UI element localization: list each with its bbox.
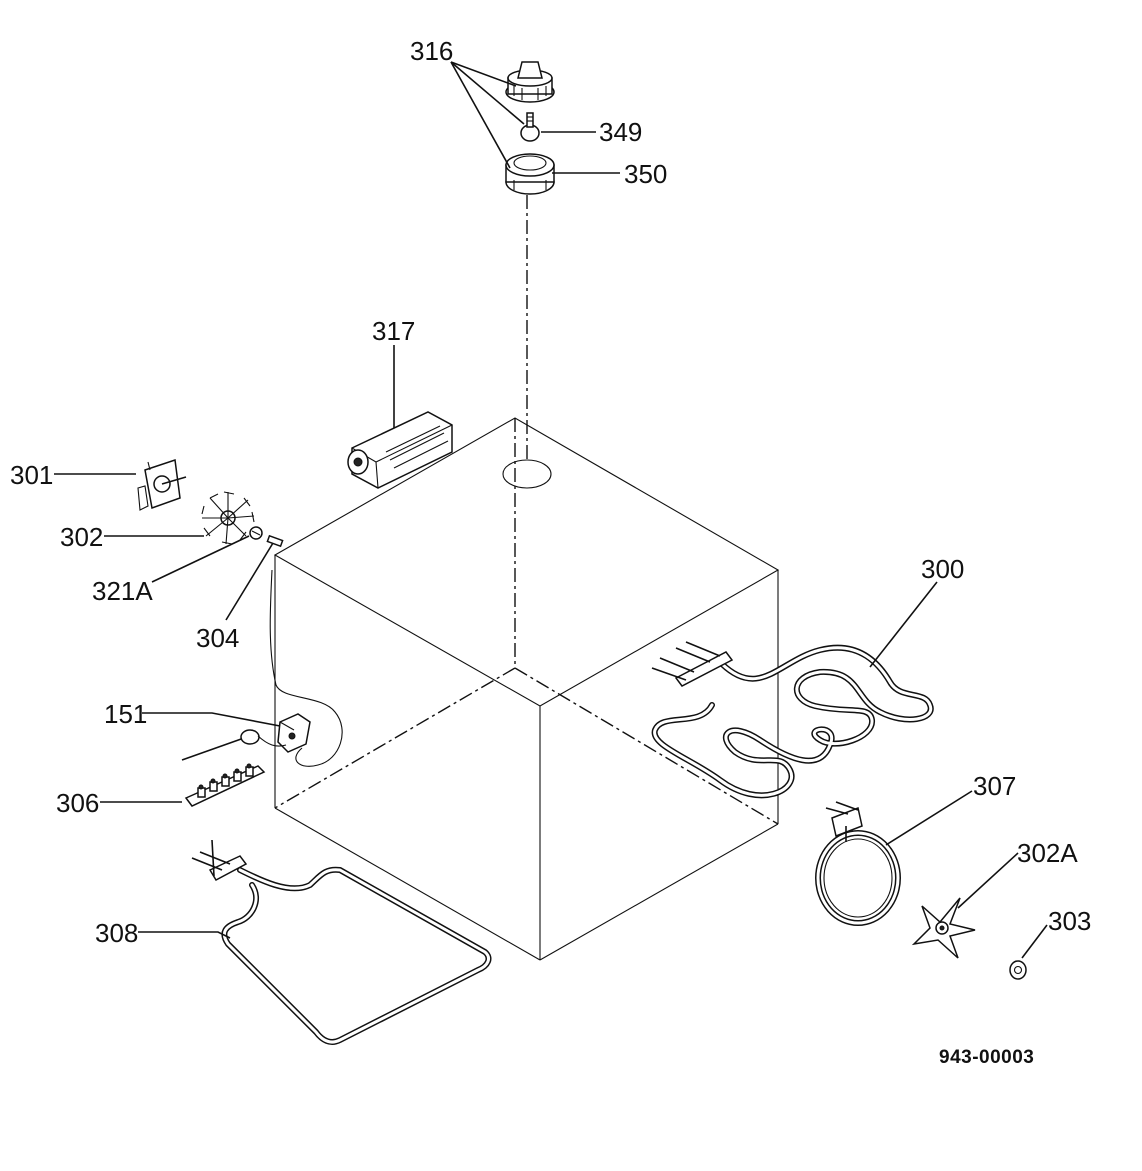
callout-300: 300 xyxy=(921,554,964,584)
control-knob-part xyxy=(505,61,555,103)
callout-321a: 321A xyxy=(92,576,153,606)
terminal-block-part xyxy=(184,763,266,807)
callout-304: 304 xyxy=(196,623,239,653)
knob-bezel-part xyxy=(505,153,555,195)
top-opening xyxy=(502,459,552,489)
callout-301: 301 xyxy=(10,460,53,490)
fan-blade-part xyxy=(201,491,255,545)
oven-cavity-box xyxy=(273,417,780,961)
leader-lines xyxy=(54,61,1048,959)
callout-302a: 302A xyxy=(1017,838,1078,868)
bottom-element-part xyxy=(191,839,492,1045)
callout-307: 307 xyxy=(973,771,1016,801)
fan-impeller-part xyxy=(911,897,976,959)
circular-element-part xyxy=(815,801,901,926)
pin-part xyxy=(266,534,284,548)
callout-308: 308 xyxy=(95,918,138,948)
fan-motor-part xyxy=(137,459,187,511)
callout-151: 151 xyxy=(104,699,147,729)
callout-349: 349 xyxy=(599,117,642,147)
callout-303: 303 xyxy=(1048,906,1091,936)
callout-350: 350 xyxy=(624,159,667,189)
document-number: 943-00003 xyxy=(939,1047,1034,1068)
knob-clip-part xyxy=(520,112,540,142)
switch-part xyxy=(181,569,343,767)
callout-317: 317 xyxy=(372,316,415,346)
nut-part xyxy=(1009,960,1027,980)
callout-302: 302 xyxy=(60,522,103,552)
callout-316: 316 xyxy=(410,36,453,66)
callout-306: 306 xyxy=(56,788,99,818)
grill-element-part xyxy=(651,641,934,799)
thermostat-part xyxy=(347,411,453,489)
